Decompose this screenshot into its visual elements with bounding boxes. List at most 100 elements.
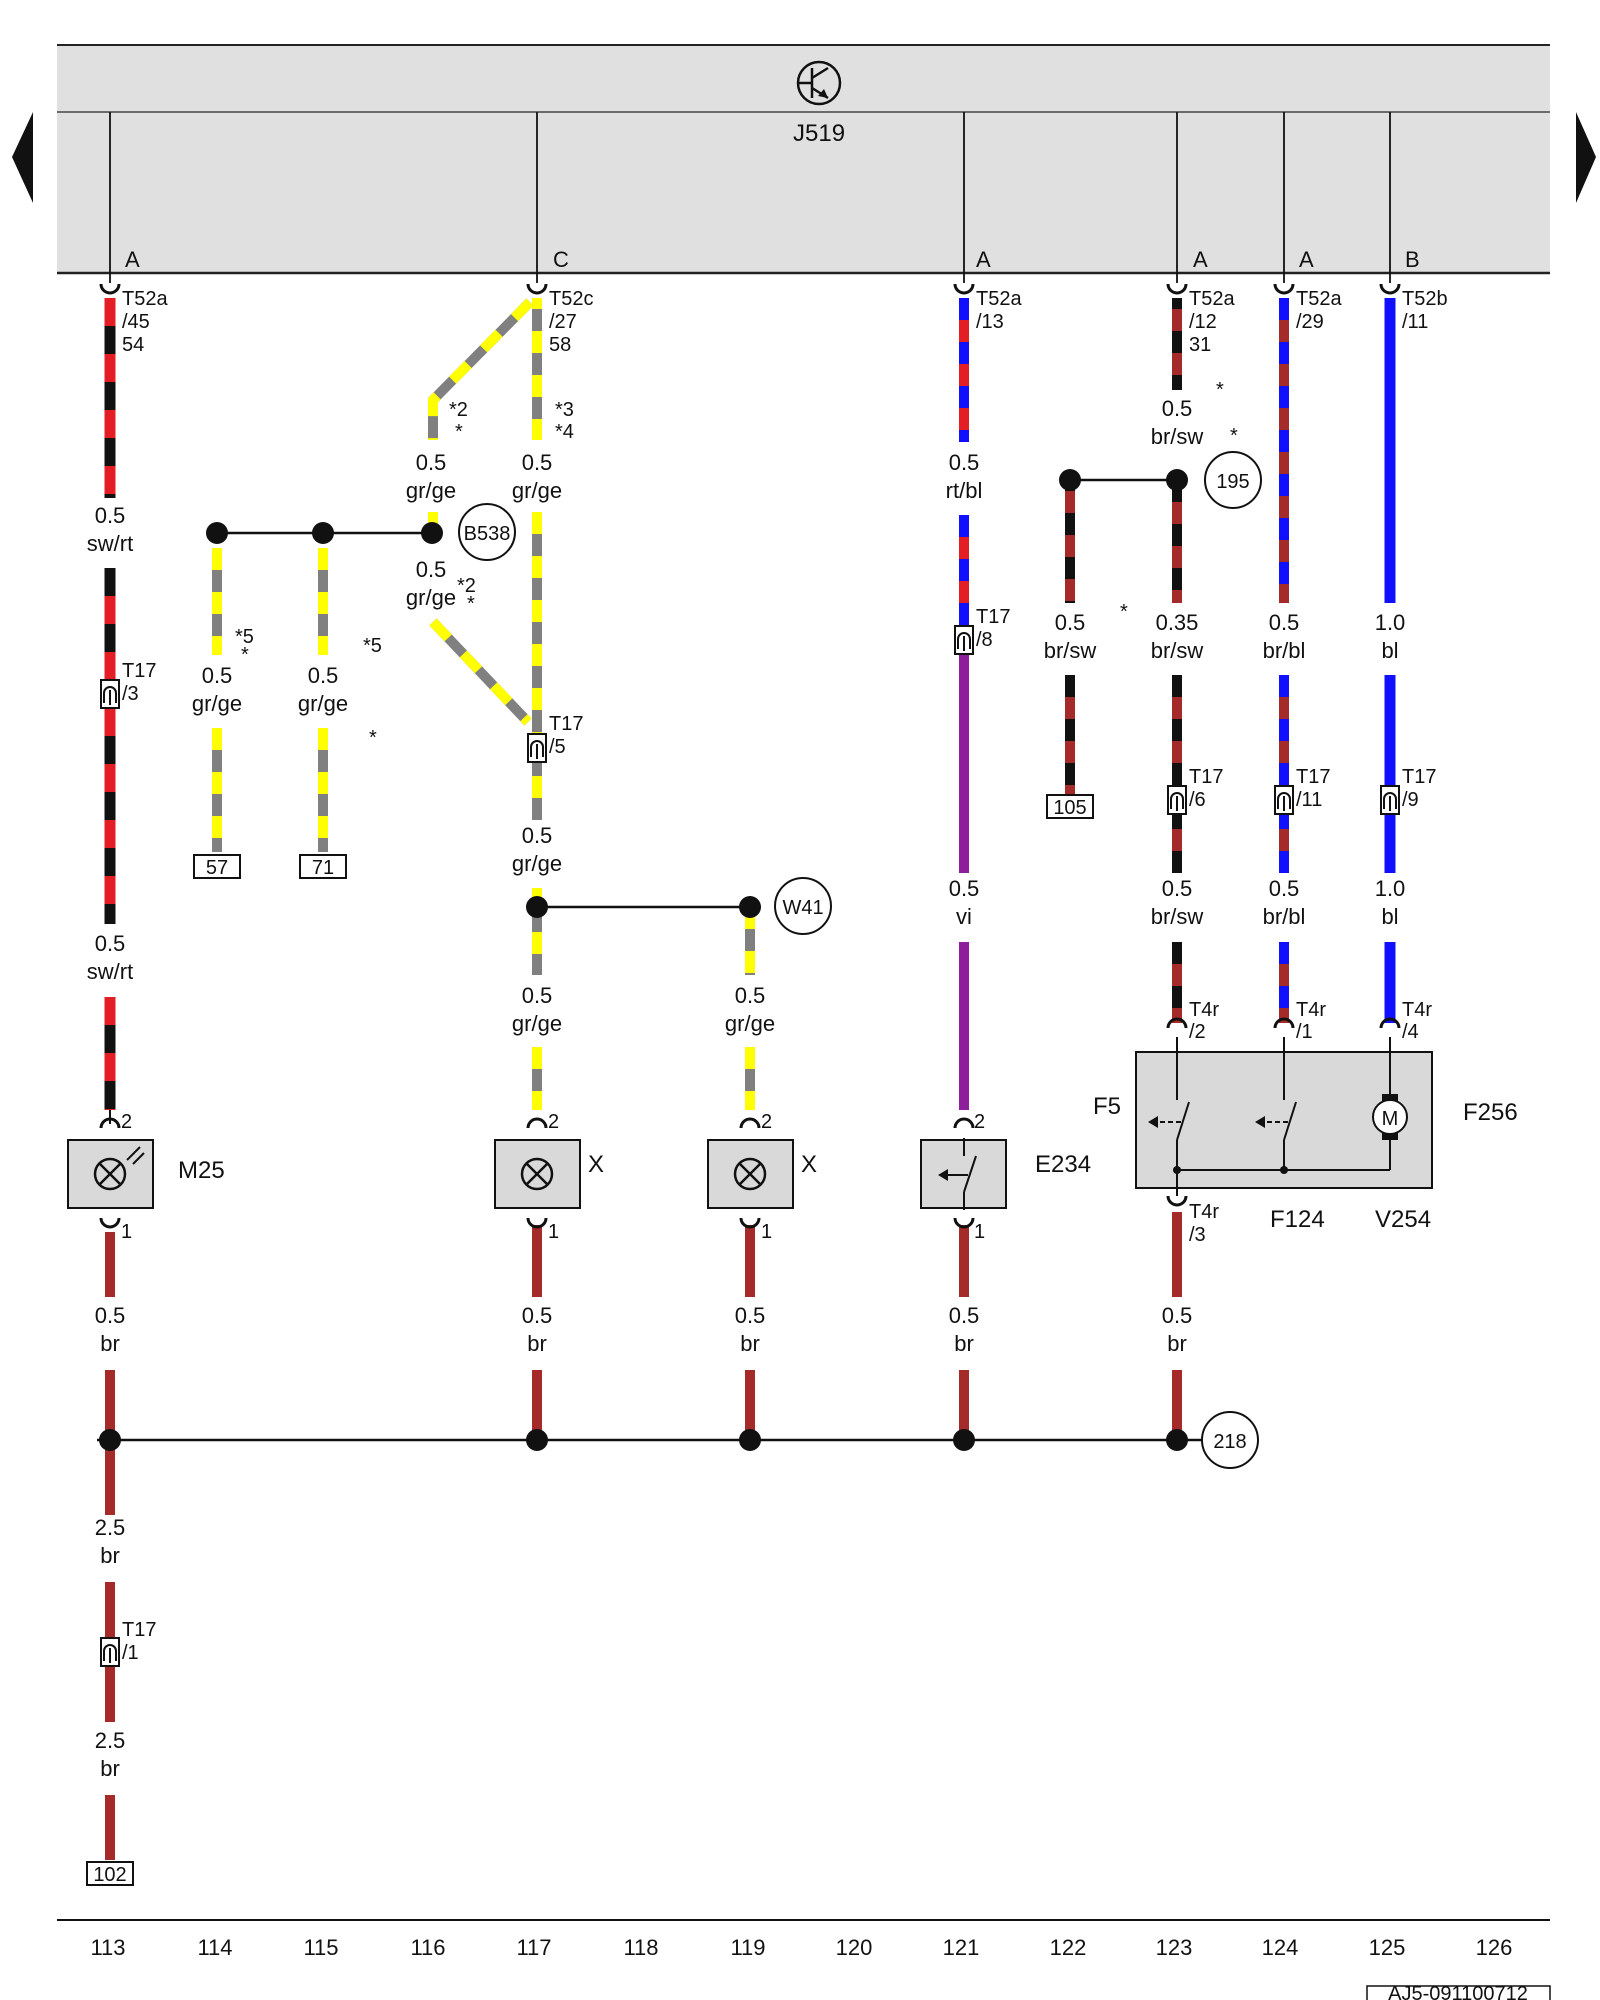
document-id: AJ5-091100712 — [1366, 1983, 1551, 2000]
control-unit-label: J519 — [793, 120, 845, 147]
component-e234[interactable]: E234 — [920, 1138, 1091, 1210]
wire-color: br/sw — [1151, 638, 1204, 663]
svg-text:2: 2 — [761, 1111, 772, 1133]
pin-letter: A — [976, 247, 991, 272]
wire-size: 0.5 — [1055, 610, 1086, 635]
wire-size: 0.5 — [95, 503, 126, 528]
connection-b538[interactable]: B538 — [458, 503, 516, 561]
wire-color: br/bl — [1263, 904, 1306, 929]
connection-w41[interactable]: W41 — [774, 877, 832, 935]
wire-size: 0.5 — [95, 931, 126, 956]
wire-color: gr/ge — [512, 478, 562, 503]
track-number: 116 — [410, 1935, 445, 1960]
svg-text:*: * — [455, 421, 463, 443]
svg-text:2: 2 — [121, 1111, 132, 1133]
wire-color: sw/rt — [87, 959, 133, 984]
svg-text:AJ5-091100712: AJ5-091100712 — [1388, 1983, 1528, 2000]
t17-connector-icon — [527, 733, 547, 763]
wire-size: 0.5 — [1162, 876, 1193, 901]
connector-label: T17 — [1296, 766, 1330, 788]
component-x-117[interactable]: X — [494, 1139, 604, 1209]
svg-text:*: * — [1230, 425, 1238, 447]
splice-point — [312, 522, 334, 544]
reference-57[interactable]: 57 — [193, 854, 241, 879]
svg-text:T4r: T4r — [1189, 999, 1219, 1021]
component-m25[interactable]: M25 — [67, 1139, 225, 1209]
reference-105[interactable]: 105 — [1046, 794, 1094, 819]
wire-size: 0.5 — [1162, 1303, 1193, 1328]
track-number: 125 — [1369, 1935, 1406, 1960]
svg-text:*5: *5 — [235, 626, 254, 648]
wire-size: 0.5 — [1269, 876, 1300, 901]
wire-size: 2.5 — [95, 1728, 126, 1753]
next-page-arrow[interactable] — [1576, 112, 1596, 203]
reference-102[interactable]: 102 — [86, 1861, 134, 1886]
svg-text:T4r: T4r — [1189, 1201, 1219, 1223]
wire-size: 0.5 — [735, 983, 766, 1008]
svg-text:105: 105 — [1053, 797, 1086, 819]
switch-icon — [938, 1138, 977, 1210]
svg-text:*: * — [241, 644, 249, 666]
switch-icon — [1255, 1100, 1297, 1141]
splice-point — [526, 896, 548, 918]
lamp-icon — [733, 1157, 767, 1191]
svg-text:T52b: T52b — [1402, 288, 1448, 310]
wire-size: 0.5 — [1162, 396, 1193, 421]
track-number: 114 — [197, 1935, 232, 1960]
wire-color: br — [1167, 1331, 1187, 1356]
connector-label-125: T52b /11 — [1402, 288, 1448, 333]
splice-point — [739, 1429, 761, 1451]
wire-size: 0.5 — [95, 1303, 126, 1328]
svg-text:T4r: T4r — [1402, 999, 1432, 1021]
previous-page-arrow[interactable] — [12, 112, 33, 203]
wire-color: br — [954, 1331, 974, 1356]
t17-connector-icon — [100, 679, 120, 709]
reference-71[interactable]: 71 — [299, 854, 347, 879]
splice-point — [421, 522, 443, 544]
track-number: 121 — [943, 1935, 980, 1960]
component-x-119[interactable]: X — [707, 1139, 817, 1209]
lamp-icon — [520, 1157, 554, 1191]
splice-point — [206, 522, 228, 544]
svg-text:/1: /1 — [1296, 1021, 1313, 1043]
track-numbers: 113 114 115 116 117 118 119 120 121 122 … — [90, 1935, 1512, 1960]
connection-218[interactable]: 218 — [1177, 1411, 1259, 1469]
pin-letter: A — [1299, 247, 1314, 272]
track-number: 113 — [90, 1935, 125, 1960]
wire-size: 0.5 — [202, 663, 233, 688]
splice-point — [1166, 469, 1188, 491]
component-f256-block[interactable]: M — [1135, 1037, 1433, 1196]
wire-size: 1.0 — [1375, 876, 1406, 901]
svg-text:W41: W41 — [782, 897, 823, 919]
connector-cups — [99, 283, 1401, 295]
svg-text:1: 1 — [761, 1221, 772, 1243]
pin-letter: A — [1193, 247, 1208, 272]
svg-text:T52c: T52c — [549, 288, 593, 310]
connection-195[interactable]: 195 — [1204, 451, 1262, 509]
connector-label: T17 — [1189, 766, 1223, 788]
wire-color: gr/ge — [298, 691, 348, 716]
t17-connector-icon — [1274, 785, 1294, 815]
svg-text:*5: *5 — [363, 635, 382, 657]
wire-labels: 0.5 sw/rt 0.5 sw/rt 0.5 br 2.5 br 2.5 br… — [87, 396, 1406, 1781]
svg-text:2: 2 — [974, 1111, 985, 1133]
wire-color: gr/ge — [192, 691, 242, 716]
wire-size: 0.5 — [949, 876, 980, 901]
wire-size: 0.5 — [1269, 610, 1300, 635]
wire-color: br — [740, 1331, 760, 1356]
wire-color: bl — [1381, 638, 1398, 663]
svg-text:195: 195 — [1216, 471, 1249, 493]
wire-color: sw/rt — [87, 531, 133, 556]
connector-label-121: T52a /13 — [976, 288, 1022, 333]
svg-text:/4: /4 — [1402, 1021, 1419, 1043]
wire-color: gr/ge — [406, 478, 456, 503]
track-number: 118 — [623, 1935, 658, 1960]
wire-color: br — [100, 1543, 120, 1568]
svg-text:/13: /13 — [976, 311, 1004, 333]
wire-size: 0.5 — [308, 663, 339, 688]
pin-letter: B — [1405, 247, 1420, 272]
wire-color: gr/ge — [725, 1011, 775, 1036]
wire-color: br — [100, 1756, 120, 1781]
svg-text:*: * — [1216, 379, 1224, 401]
